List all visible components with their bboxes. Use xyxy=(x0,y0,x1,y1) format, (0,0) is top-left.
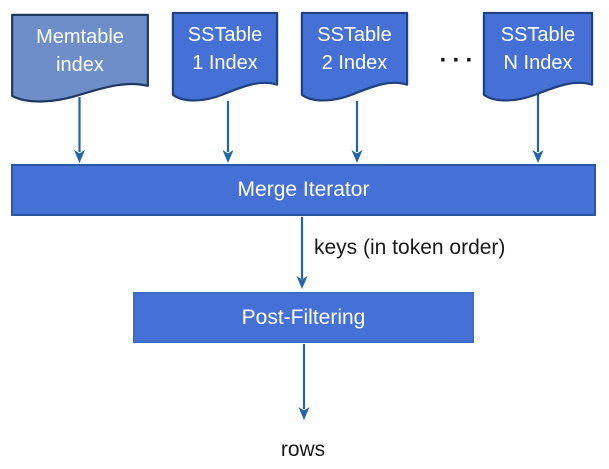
document-shape xyxy=(172,12,278,104)
document-shape-path xyxy=(484,13,592,101)
node-label-memtable-index: Memtable index xyxy=(36,26,124,76)
arrow-memtable-to-merge xyxy=(74,97,85,163)
arrow-merge-to-post xyxy=(296,217,308,289)
document-shape xyxy=(483,12,593,104)
arrow-sstable1-to-merge xyxy=(222,101,234,163)
node-label-sstable-n-index: SSTable N Index xyxy=(500,24,576,74)
node-label-sstable-1-index: SSTable 1 Index xyxy=(187,24,263,74)
document-shape-path xyxy=(302,13,407,101)
node-merge-iterator: Merge Iterator xyxy=(11,164,596,216)
edge-label-keys: keys (in token order) xyxy=(314,236,506,259)
node-sstable-1-index: SSTable 1 Index xyxy=(172,12,278,104)
node-label-merge-iterator: Merge Iterator xyxy=(237,178,370,201)
node-sstable-n-index: SSTable N Index xyxy=(483,12,593,104)
node-sstable-2-index: SSTable 2 Index xyxy=(301,12,408,104)
node-label-sstable-2-index: SSTable 2 Index xyxy=(317,24,392,74)
node-post-filtering: Post-Filtering xyxy=(133,292,474,343)
node-label-post-filtering: Post-Filtering xyxy=(241,306,366,329)
node-memtable-index: Memtable index xyxy=(11,14,149,105)
arrow-post-to-rows xyxy=(298,344,310,420)
document-shape xyxy=(301,12,408,104)
document-shape-path xyxy=(173,13,277,101)
document-shape-path xyxy=(12,15,148,102)
output-label-rows: rows xyxy=(280,438,326,461)
document-shape xyxy=(11,14,149,105)
ellipsis-more-sstables: ··· xyxy=(439,47,479,74)
arrow-sstable2-to-merge xyxy=(351,101,363,163)
